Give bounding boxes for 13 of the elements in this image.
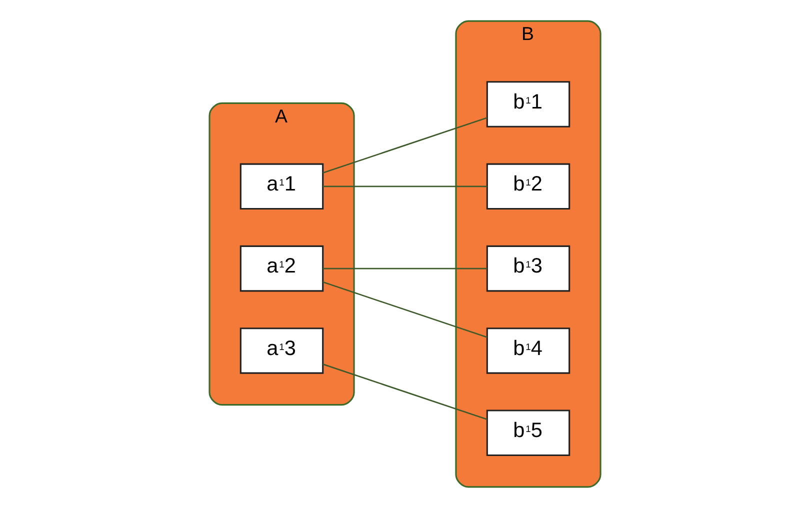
node-box: b$^{1}$2 — [486, 163, 570, 210]
connector — [322, 268, 488, 270]
node-box: b$^{1}$4 — [486, 328, 570, 374]
node-box: a$^{1}$3 — [240, 328, 324, 374]
connector — [322, 117, 488, 174]
connector — [322, 186, 488, 188]
node-box: b$^{1}$3 — [486, 245, 570, 292]
connector — [322, 364, 488, 420]
node-box: b$^{1}$1 — [486, 81, 570, 128]
node-box: a$^{1}$1 — [240, 163, 324, 210]
node-box: b$^{1}$5 — [486, 410, 570, 456]
connector — [322, 281, 488, 338]
node-box: a$^{1}$2 — [240, 245, 324, 292]
